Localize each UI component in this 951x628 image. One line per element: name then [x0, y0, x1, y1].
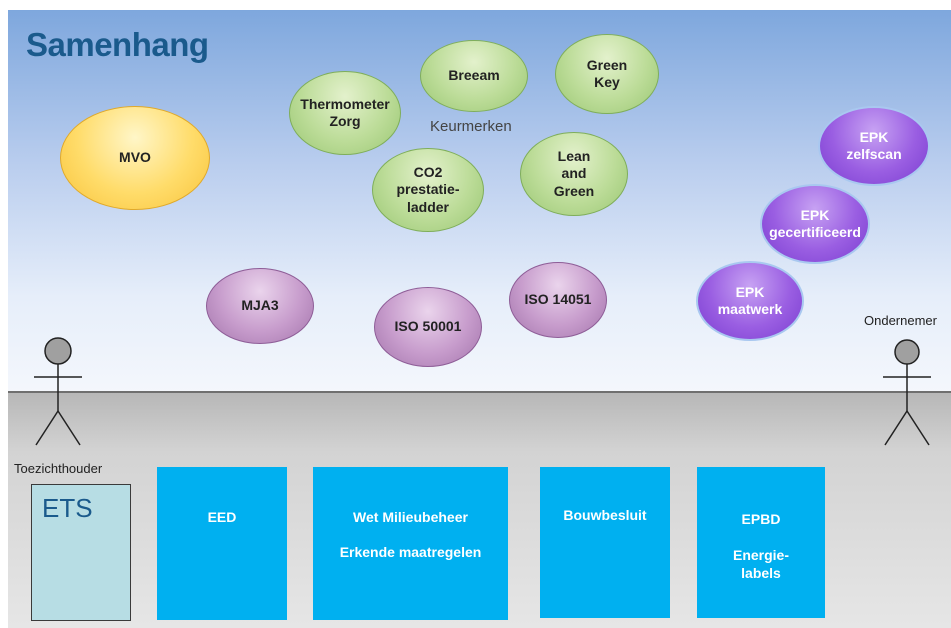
box-ets: ETS: [31, 484, 131, 621]
ellipse-mja3-label: MJA3: [241, 297, 279, 314]
label-line: Green: [553, 182, 595, 199]
box-bouwbesluit: Bouwbesluit: [540, 467, 670, 618]
box-epbd-line2: Energie-: [732, 547, 789, 563]
box-wet-line1: Wet Milieubeheer: [353, 509, 468, 525]
label-line: maatwerk: [717, 301, 783, 317]
label-line: gecertificeerd: [769, 224, 861, 240]
ellipse-iso50001-label: ISO 50001: [394, 318, 462, 335]
label-line: prestatie-: [396, 181, 460, 198]
ellipse-mvo: MVO: [60, 106, 210, 210]
box-epbd-line1: EPBD: [741, 511, 781, 527]
box-eed-label: EED: [207, 509, 237, 525]
ellipse-breeam: Breeam: [420, 40, 528, 112]
ondernemer-label: Ondernemer: [864, 313, 937, 328]
label-line: Lean: [557, 147, 591, 164]
toezichthouder-label: Toezichthouder: [14, 461, 103, 476]
box-wet-milieubeheer: Wet Milieubeheer Erkende maatregelen: [313, 467, 508, 620]
horizon-line: [8, 391, 951, 393]
box-bouwbesluit-label: Bouwbesluit: [563, 507, 647, 523]
toezichthouder-actor-icon: [34, 337, 82, 446]
label-line: zelfscan: [846, 146, 902, 162]
ellipse-mja3: MJA3: [206, 268, 314, 344]
label-line: ladder: [406, 198, 449, 215]
box-eed: EED: [157, 467, 287, 620]
label-line: CO2: [413, 163, 443, 180]
ellipse-breeam-label: Breeam: [448, 67, 500, 84]
ellipse-iso-14051: ISO 14051: [509, 262, 607, 338]
keurmerken-label: Keurmerken: [430, 118, 512, 135]
label-line: EPK: [800, 206, 830, 223]
label-line: Thermometer: [300, 95, 390, 112]
ellipse-mvo-label: MVO: [119, 149, 151, 166]
label-line: Zorg: [329, 113, 361, 129]
label-line: Key: [594, 74, 620, 90]
ondernemer-actor-icon: [883, 339, 931, 446]
label-line: EPK: [859, 128, 889, 145]
box-epbd: EPBD Energie- labels: [697, 467, 825, 618]
ellipse-iso-50001: ISO 50001: [374, 287, 482, 367]
box-wet-line2: Erkende maatregelen: [339, 544, 482, 560]
page-title: Samenhang: [26, 26, 209, 63]
box-epbd-line3: labels: [741, 565, 781, 581]
label-line: and: [561, 165, 587, 182]
label-line: Green: [586, 56, 628, 73]
ellipse-iso14051-label: ISO 14051: [524, 291, 592, 308]
label-line: EPK: [735, 283, 765, 300]
box-ets-label: ETS: [42, 493, 93, 523]
